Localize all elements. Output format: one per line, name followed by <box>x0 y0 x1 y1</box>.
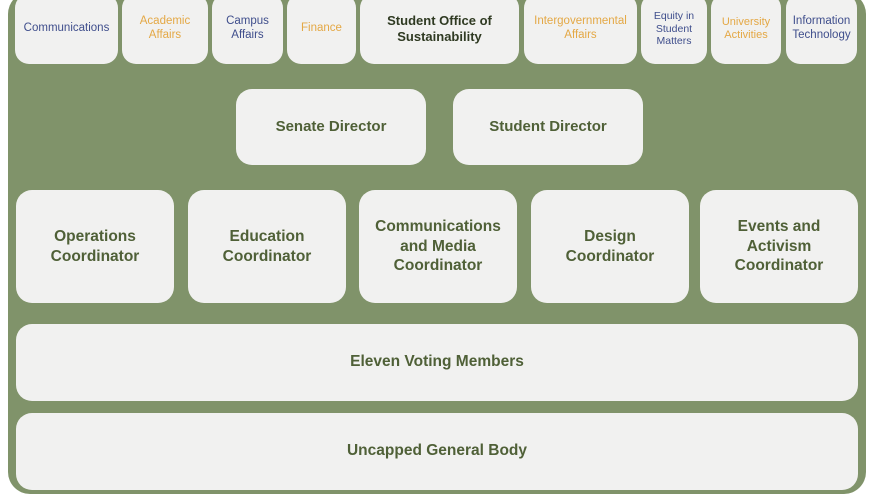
dept-academic-affairs: Academic Affairs <box>122 0 208 64</box>
voting-members-box: Eleven Voting Members <box>16 324 858 401</box>
education-coordinator-label: Education Coordinator <box>222 228 312 265</box>
design-coordinator-label: Design Coordinator <box>565 228 655 265</box>
dept-equity-student-matters: Equity in Student Matters <box>641 0 707 64</box>
dept-it-label: Information Technology <box>792 15 851 41</box>
education-coordinator-box: Education Coordinator <box>188 190 346 303</box>
events-activism-coordinator-label: Events and Activism Coordinator <box>734 218 824 275</box>
dept-university-activities-label: University Activities <box>721 15 771 41</box>
senate-director-label: Senate Director <box>275 118 387 135</box>
dept-sos-label: Student Office of Sustainability <box>387 13 492 44</box>
dept-campus-affairs: Campus Affairs <box>212 0 283 64</box>
dept-intergovernmental-affairs: Intergovernmental Affairs <box>524 0 637 64</box>
communications-media-coordinator-label: Communications and Media Coordinator <box>375 218 501 275</box>
dept-information-technology: Information Technology <box>786 0 857 64</box>
dept-communications: Communications <box>15 0 118 64</box>
dept-university-activities: University Activities <box>711 0 781 64</box>
senate-director-box: Senate Director <box>236 89 426 165</box>
dept-finance: Finance <box>287 0 356 64</box>
dept-equity-label: Equity in Student Matters <box>653 10 695 48</box>
voting-members-label: Eleven Voting Members <box>350 353 524 371</box>
events-activism-coordinator-box: Events and Activism Coordinator <box>700 190 858 303</box>
dept-communications-label: Communications <box>23 22 110 35</box>
student-director-box: Student Director <box>453 89 643 165</box>
dept-student-office-sustainability: Student Office of Sustainability <box>360 0 519 64</box>
operations-coordinator-box: Operations Coordinator <box>16 190 174 303</box>
operations-coordinator-label: Operations Coordinator <box>50 228 140 265</box>
communications-media-coordinator-box: Communications and Media Coordinator <box>359 190 517 303</box>
student-director-label: Student Director <box>489 118 607 135</box>
dept-academic-affairs-label: Academic Affairs <box>139 15 191 41</box>
general-body-label: Uncapped General Body <box>346 442 527 460</box>
design-coordinator-box: Design Coordinator <box>531 190 689 303</box>
general-body-box: Uncapped General Body <box>16 413 858 490</box>
dept-campus-affairs-label: Campus Affairs <box>226 15 269 41</box>
dept-intergovernmental-affairs-label: Intergovernmental Affairs <box>534 15 627 41</box>
dept-finance-label: Finance <box>301 22 342 35</box>
